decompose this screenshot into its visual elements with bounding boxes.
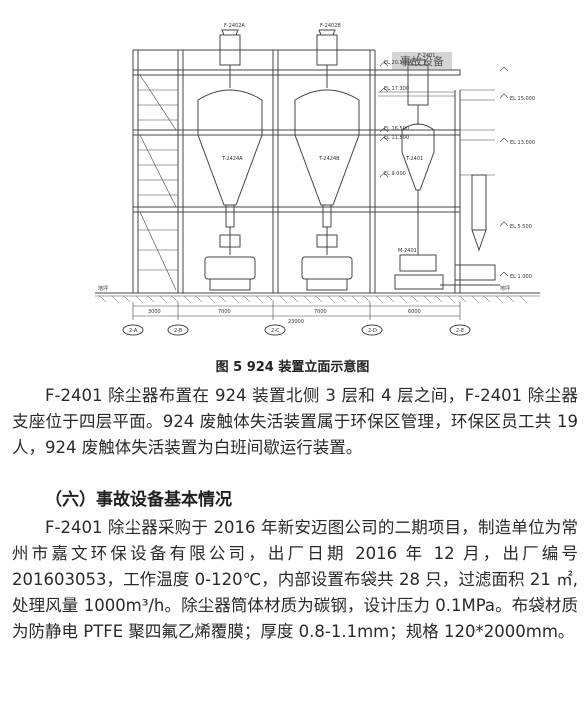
- tag-filter-top-3: F-2401: [418, 53, 435, 59]
- section-heading: （六）事故设备基本情况: [45, 490, 232, 510]
- ground-label-left: 地坪: [98, 285, 108, 292]
- paragraph-equipment: F-2401 除尘器采购于 2016 年新安迈图公司的二期项目，制造单位为常州市…: [12, 518, 578, 641]
- right-tank: [471, 174, 487, 231]
- elevation-label: EL 5.500: [510, 224, 532, 230]
- elevation-drawing: 事故设备 F-2402A F-2402B F-2401 T-2424A T-24…: [0, 0, 585, 350]
- elevation-svg: 事故设备 F-2402A F-2402B F-2401 T-2424A T-24…: [95, 23, 540, 336]
- watermark-box: [392, 52, 452, 70]
- floor-beam-top: [132, 69, 461, 76]
- elevation-label: EL 11.500: [384, 135, 409, 141]
- silo-2: [294, 29, 360, 291]
- tag-silo-1: T-2424A: [221, 156, 243, 162]
- tag-silo-3: T-2401: [405, 156, 423, 162]
- dim-lower: 7000: [218, 309, 231, 315]
- elevation-label: EL 17.300: [384, 86, 409, 92]
- floor-beam-2: [132, 206, 461, 213]
- elevation-label: EL 13.000: [510, 140, 535, 146]
- tag-silo-2: T-2424B: [318, 156, 340, 162]
- figure-caption: 图 5 924 装置立面示意图: [215, 360, 370, 375]
- axis-label: 2-D: [368, 328, 377, 334]
- dim-total: 23000: [288, 319, 304, 325]
- elevation-label: EL 1.000: [510, 274, 532, 280]
- elevation-label: EL 15.000: [510, 96, 535, 102]
- tag-filter-top-2: F-2402B: [320, 23, 341, 29]
- paragraph-location: F-2401 除尘器布置在 924 装置北侧 3 层和 4 层之间，F-2401…: [12, 386, 578, 457]
- tag-fan: M-2401: [398, 248, 417, 254]
- silo-3: [394, 59, 444, 290]
- watermark-text: 事故设备: [400, 54, 444, 68]
- axis-label: 2-A: [129, 328, 138, 334]
- ground-label-right: 地坪: [500, 285, 510, 292]
- elevation-label: EL 16.500: [384, 126, 409, 132]
- axis-label: 2-E: [456, 328, 464, 334]
- dim-lower: 3000: [148, 309, 161, 315]
- tank-base: [454, 264, 496, 281]
- floor-beam-3: [132, 129, 461, 136]
- dim-lower: 6000: [408, 309, 421, 315]
- dim-lower: 7000: [314, 309, 327, 315]
- elevation-label: EL 20.300: [384, 60, 409, 66]
- axis-label: 2-B: [174, 328, 183, 334]
- silo-1: [197, 29, 263, 291]
- tag-filter-top-1: F-2402A: [224, 23, 245, 29]
- elevation-label: EL 9.000: [384, 171, 406, 177]
- axis-label: 2-C: [271, 328, 280, 334]
